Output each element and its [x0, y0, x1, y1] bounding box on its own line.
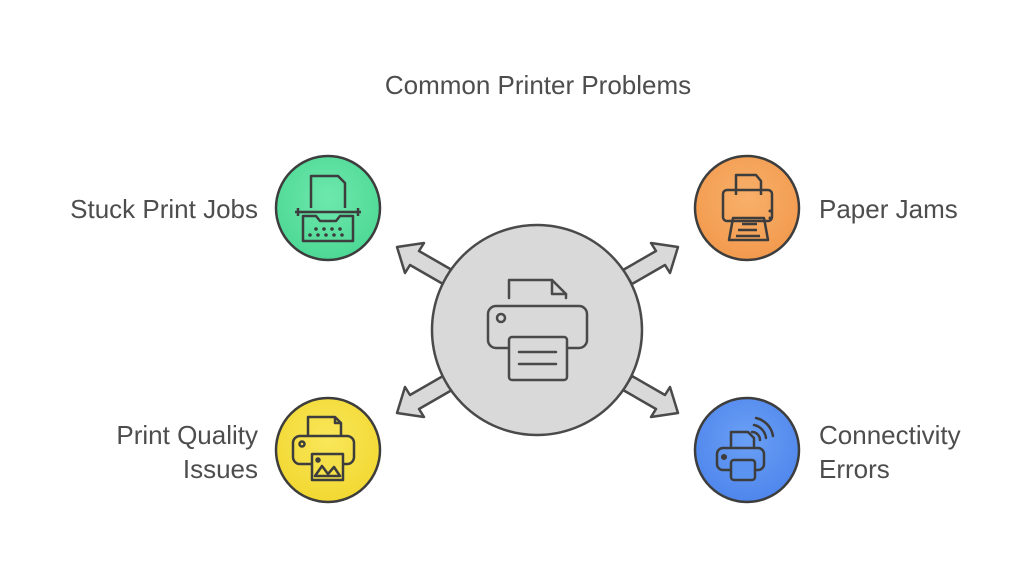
label-connectivity-errors: Connectivity Errors — [819, 420, 961, 484]
wireless-printer-icon — [715, 416, 775, 482]
node-connectivity-errors — [693, 396, 801, 504]
label-print-quality-issues: Print Quality Issues — [116, 420, 258, 484]
node-stuck-print-jobs — [274, 154, 382, 262]
image-printer-icon — [291, 415, 356, 482]
typewriter-icon — [295, 174, 361, 243]
arrow-bottom-left — [395, 374, 454, 419]
node-paper-jams — [693, 154, 801, 262]
center-node — [430, 223, 644, 437]
paper-jam-printer-icon — [721, 173, 774, 242]
arrows — [395, 241, 680, 419]
arrow-top-right — [621, 241, 680, 286]
node-print-quality-issues — [274, 396, 382, 504]
arrow-top-left — [395, 241, 454, 286]
label-paper-jams: Paper Jams — [819, 194, 958, 224]
diagram-title: Common Printer Problems — [384, 70, 692, 100]
label-stuck-print-jobs: Stuck Print Jobs — [70, 194, 258, 224]
printer-icon — [486, 278, 589, 382]
arrow-bottom-right — [621, 374, 680, 419]
